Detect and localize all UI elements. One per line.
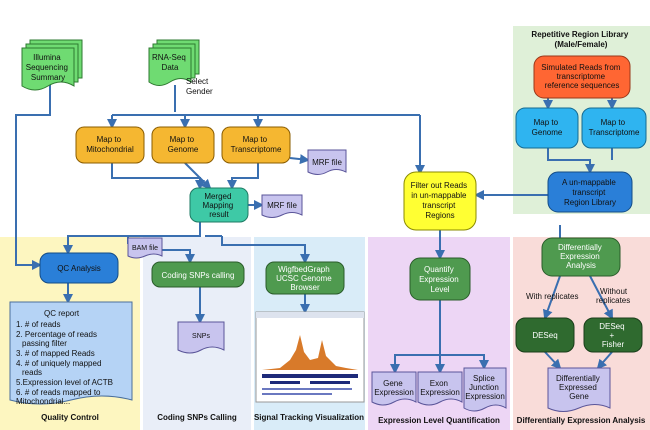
svg-text:Illumina Sequencing: Illumina Sequencing Summary: [26, 53, 71, 82]
select-gender-label: Select Gender: [186, 77, 213, 96]
repetitive-panel-title: Repetitive Region Library (Male/Female): [531, 30, 630, 49]
svg-text:Merged Mapping res: Merged Mapping result: [203, 192, 236, 219]
simulated-reads-node: Simulated Reads from transcriptome refer…: [533, 55, 631, 99]
map-transcriptome-node: Map to Transcriptome: [221, 126, 291, 164]
svg-text:A un-mappable transcript: A un-mappable transcript Region Library: [562, 178, 618, 207]
wig-bedgraph-node: WigfbedGraph UCSC Genome Browser: [265, 261, 345, 295]
svg-text:Map to Transcriptome: Map to Transcriptome: [589, 118, 640, 137]
merged-mapping-node: Merged Mapping result: [189, 187, 249, 223]
svg-text:RNA-Seq Data: RNA-Seq Data: [152, 53, 188, 72]
svg-text:Differentially Expressed: Differentially Expressed Gene: [556, 374, 602, 401]
rnaseq-line-1: RNA-Seq: [152, 53, 186, 62]
mrf-file-doc-1: MRF file: [307, 149, 347, 175]
svg-text:DESeq: DESeq: [532, 331, 557, 340]
snps-panel-title: Coding SNPs Calling: [157, 413, 237, 422]
svg-text:Map to Transcriptome: Map to Transcriptome: [231, 135, 282, 154]
svg-text:Map to Genome: Map to Genome: [532, 118, 563, 137]
deseq-node: DESeq: [515, 317, 575, 353]
svg-text:MRF file: MRF file: [267, 201, 297, 210]
qc-analysis-node: QC Analysis: [39, 252, 119, 284]
svg-text:Quantify Expression: Quantify Expression Level: [419, 265, 461, 294]
rnaseq-data-doc: RNA-Seq Data: [148, 39, 200, 86]
svg-text:Differentially Expressio: Differentially Expression Analysis: [558, 243, 604, 270]
svg-text:BAM file: BAM file: [132, 245, 158, 252]
signal-panel-title: Signal Tracking Visualization: [254, 413, 364, 422]
svg-text:MRF file: MRF file: [312, 158, 342, 167]
svg-text:SNPs: SNPs: [192, 333, 210, 340]
with-replicates-label: With replicates: [526, 292, 578, 301]
illumina-summary-doc: Illumina Sequencing Summary: [21, 39, 83, 91]
svg-text:DESeq + Fisher: DESeq + Fisher: [599, 322, 627, 349]
filter-reads-node: Filter out Reads in un-mappable transcri…: [403, 171, 477, 231]
svg-text:Coding SNPs calling: Coding SNPs calling: [162, 271, 235, 280]
without-replicates-label: Without replicates: [596, 287, 630, 305]
bam-file-doc: BAM file: [127, 237, 163, 259]
svg-text:Splice Junction Ex: Splice Junction Expression: [465, 374, 505, 401]
differential-panel-title: Differentially Expression Analysis: [517, 416, 646, 425]
map-mitochondrial-node: Map to Mitochondrial: [75, 126, 145, 164]
rnaseq-line-2: Data: [162, 63, 179, 72]
differentially-expressed-gene-doc: Differentially Expressed Gene: [547, 367, 611, 412]
coding-snps-node: Coding SNPs calling: [151, 261, 245, 288]
splice-junction-doc: Splice Junction Expression: [463, 367, 507, 412]
svg-text:Map to Mitochondrial: Map to Mitochondrial: [86, 135, 134, 154]
illumina-line-3: Summary: [31, 73, 65, 82]
expression-panel-title: Expression Level Quantification: [378, 416, 500, 425]
svg-text:WigfbedGraph UCSC Genome: WigfbedGraph UCSC Genome Browser: [276, 265, 334, 292]
deseq-fisher-node: DESeq + Fisher: [583, 317, 643, 353]
rep-map-genome-node: Map to Genome: [515, 107, 579, 149]
svg-text:Gene Expression: Gene Expression: [374, 379, 414, 397]
qc-report-doc: QC report 1. # of reads 2. Percentage of…: [9, 301, 133, 406]
exon-expression-doc: Exon Expression: [417, 371, 463, 406]
svg-text:QC Analysis: QC Analysis: [57, 264, 101, 273]
unmappable-library-node: A un-mappable transcript Region Library: [547, 171, 633, 213]
qc-panel-title: Quality Control: [41, 413, 99, 422]
mrf-file-doc-2: MRF file: [261, 194, 303, 218]
rep-map-transcriptome-node: Map to Transcriptome: [581, 107, 647, 149]
svg-text:Map to Genome: Map to Genome: [168, 135, 199, 154]
map-genome-node: Map to Genome: [151, 126, 215, 164]
gene-expression-doc: Gene Expression: [371, 371, 417, 406]
svg-text:Simulated Reads from tra: Simulated Reads from transcriptome refer…: [541, 63, 622, 90]
illumina-line-2: Sequencing: [26, 63, 68, 72]
quantify-expression-node: Quantify Expression Level: [409, 257, 471, 301]
illumina-line-1: Illumina: [33, 53, 61, 62]
svg-text:Filter out Reads in un-m: Filter out Reads in un-mappable transcri…: [411, 181, 470, 220]
genome-browser-screenshot: [255, 311, 365, 403]
svg-text:Exon Expression: Exon Expression: [420, 379, 460, 397]
differential-analysis-node: Differentially Expression Analysis: [541, 237, 621, 277]
qc-report-text: QC report 1. # of reads 2. Percentage of…: [16, 309, 115, 406]
snps-file-doc: SNPs: [177, 321, 225, 354]
